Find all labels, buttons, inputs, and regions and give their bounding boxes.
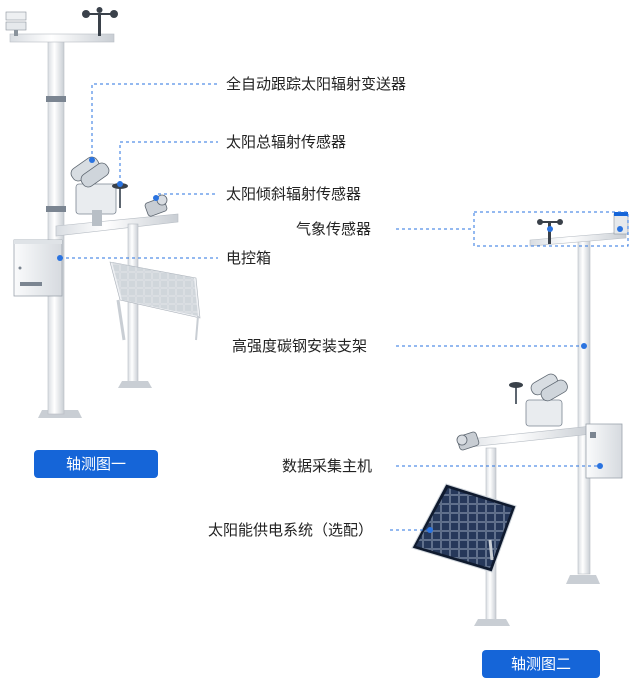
solar-panel-icon: [109, 261, 201, 341]
tilt-sensor-icon: [456, 431, 480, 451]
station-one: [5, 7, 201, 418]
base-plate: [474, 619, 510, 626]
pole-clamp: [46, 206, 66, 212]
leader-lines: [60, 83, 629, 531]
leader-tracker: [91, 83, 218, 160]
middle-crossarm: [55, 213, 179, 237]
leader-total-radiation: [119, 141, 218, 184]
label-total-radiation: 太阳总辐射传感器: [226, 133, 347, 151]
anemometer-icon: [82, 7, 118, 36]
label-tracker: 全自动跟踪太阳辐射变送器: [226, 75, 407, 93]
badge-view-one: 轴测图一: [34, 450, 158, 478]
tilt-sensor-icon: [144, 194, 168, 217]
leader-weather-frame: [473, 211, 629, 247]
anemometer-icon: [537, 219, 563, 244]
base-plate: [118, 381, 152, 388]
label-control-box: 电控箱: [226, 249, 272, 267]
label-weather-sensor: 气象传感器: [296, 220, 372, 238]
top-crossarm: [9, 33, 115, 43]
label-solar-power: 太阳能供电系统（选配）: [208, 521, 374, 539]
temperature-sensor-icon: [5, 11, 27, 36]
data-host-icon: [585, 423, 623, 479]
base-plate: [566, 575, 600, 584]
tracker-icon: [509, 373, 568, 427]
top-crossarm: [529, 231, 627, 247]
leader-dots: [57, 157, 623, 533]
pole-clamp: [46, 96, 66, 102]
main-pole: [577, 237, 591, 575]
middle-crossarm: [459, 425, 593, 449]
label-bracket: 高强度碳钢安装支架: [232, 337, 368, 355]
control-box-icon: [13, 239, 63, 297]
station-two: [411, 212, 629, 626]
badge-view-two: 轴测图二: [482, 650, 600, 678]
solar-panel-icon: [411, 483, 517, 573]
label-data-host: 数据采集主机: [282, 457, 373, 475]
label-tilt-radiation: 太阳倾斜辐射传感器: [226, 185, 362, 203]
tracker-icon: [70, 156, 117, 226]
